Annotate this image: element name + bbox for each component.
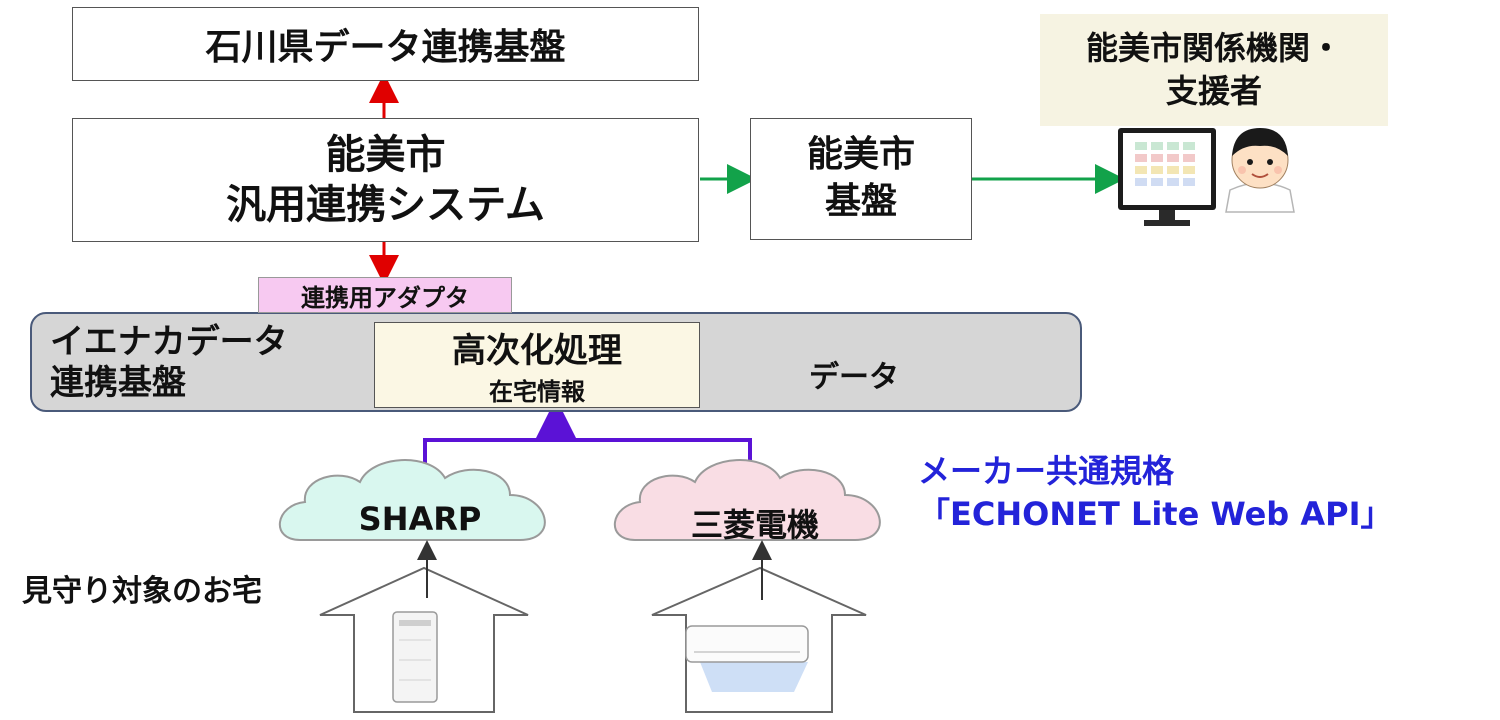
air-conditioner-icon — [685, 625, 809, 692]
ienaka-platform-label: イエナカデータ 連携基盤 — [50, 322, 360, 404]
advanced-processing-box: 高次化処理 在宅情報 — [374, 322, 700, 408]
cloud-sharp-label: SHARP — [300, 500, 540, 538]
homes-label-text: 見守り対象のお宅 — [22, 574, 262, 609]
city-platform-line2: 基盤 — [824, 181, 897, 222]
data-store-text: データ — [809, 360, 899, 395]
standard-line1: メーカー共通規格 — [918, 452, 1175, 490]
ienaka-line2: 連携基盤 — [50, 362, 186, 403]
cloud-mitsubishi-label: 三菱電機 — [635, 500, 875, 546]
ienaka-line1: イエナカデータ — [50, 322, 288, 362]
adapter-label: 連携用アダプタ — [301, 283, 469, 312]
adapter-tag: 連携用アダプタ — [258, 277, 512, 313]
agencies-label-box: 能美市関係機関・ 支援者 — [1040, 14, 1388, 126]
prefecture-data-platform-box: 石川県データ連携基盤 — [72, 7, 699, 81]
nomi-system-line2: 汎用連携システム — [226, 182, 545, 228]
prefecture-platform-title: 石川県データ連携基盤 — [205, 27, 566, 68]
cloud-mitsubishi-text: 三菱電機 — [690, 506, 819, 544]
nomi-system-line1: 能美市 — [325, 132, 446, 178]
doctor-avatar-icon — [1225, 128, 1295, 213]
monitor-icon — [1118, 128, 1216, 226]
standard-line2: 「ECHONET Lite Web API」 — [918, 495, 1393, 534]
processing-subtitle: 在宅情報 — [489, 378, 585, 406]
city-platform-line1: 能美市 — [806, 134, 915, 176]
nomi-system-box: 能美市 汎用連携システム — [72, 118, 699, 242]
manufacturer-standard-label: メーカー共通規格 「ECHONET Lite Web API」 — [918, 450, 1478, 536]
data-store-label: データ — [764, 352, 944, 396]
processing-title: 高次化処理 — [452, 331, 622, 371]
cloud-mitsubishi-shape — [614, 459, 881, 541]
homes-label: 見守り対象のお宅 — [22, 566, 342, 610]
connector-clouds-to-platform — [423, 438, 752, 472]
agencies-line2: 支援者 — [1165, 72, 1262, 110]
nomi-city-platform-box: 能美市 基盤 — [750, 118, 972, 240]
cloud-sharp-shape — [279, 459, 546, 541]
cloud-sharp-text: SHARP — [358, 500, 482, 538]
agencies-line1: 能美市関係機関・ — [1085, 28, 1342, 67]
air-purifier-icon — [392, 611, 438, 703]
